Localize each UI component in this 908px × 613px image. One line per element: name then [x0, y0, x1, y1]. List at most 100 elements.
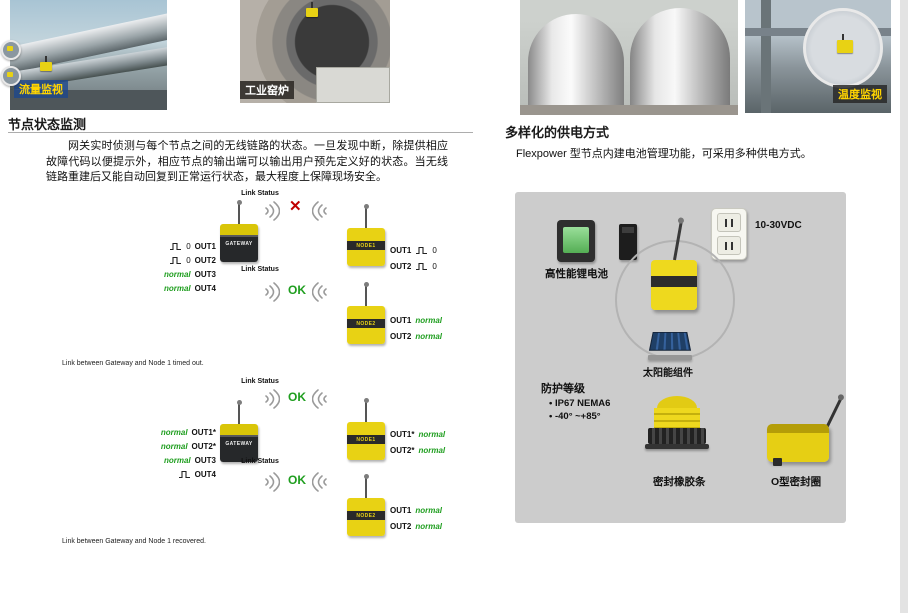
rotary-sealed-device-image — [645, 396, 709, 449]
radio-waves-icon — [265, 389, 280, 409]
link-ok-label: OK — [288, 283, 306, 297]
output-label: OUT3 — [194, 270, 216, 279]
photo-caption: 工业窑炉 — [240, 81, 294, 99]
node2-device: NODE2 — [347, 282, 385, 344]
radio-waves-icon — [312, 472, 327, 492]
device-label: NODE1 — [356, 437, 376, 443]
output-label: OUT3 — [194, 456, 216, 465]
link-status-diagram-timeout: Link Status ✕ GATEWAY NODE1 0 OUT1 0 OUT… — [60, 190, 460, 376]
node-body: NODE1 — [347, 228, 385, 266]
oring-label: O型密封圈 — [771, 476, 822, 488]
node1-device: NODE1 — [347, 204, 385, 266]
node-body — [767, 424, 829, 466]
link-status-label: Link Status — [241, 378, 279, 385]
output-state: normal — [415, 332, 443, 341]
signal-icon — [178, 470, 190, 479]
node-body: NODE2 — [347, 306, 385, 344]
link-status-label: Link Status — [241, 458, 279, 465]
output-label: OUT1 — [390, 316, 412, 325]
section-heading-power: 多样化的供电方式 — [505, 125, 610, 140]
vdc-label: 10-30VDC — [755, 220, 802, 231]
protection-heading: 防护等级 — [541, 383, 585, 395]
machine-graphic — [316, 67, 390, 103]
signal-icon — [170, 242, 182, 251]
output-label: OUT4 — [194, 284, 216, 293]
radio-waves-icon — [312, 282, 327, 302]
antenna-icon — [363, 398, 369, 422]
device-base — [648, 428, 706, 444]
device-label: NODE2 — [356, 513, 376, 519]
wireless-device-marker-icon — [306, 2, 318, 17]
section-heading-node-status: 节点状态监测 — [8, 117, 87, 132]
output-state: normal — [163, 456, 191, 465]
power-paragraph: Flexpower 型节点内建电池管理功能，可采用多种供电方式。 — [516, 148, 812, 160]
node2-device: NODE2 — [347, 474, 385, 536]
wireless-node-image — [651, 222, 697, 310]
node1-device: NODE1 — [347, 398, 385, 460]
radio-waves-icon — [265, 201, 280, 221]
output-label: OUT1 — [390, 506, 412, 515]
node-body — [651, 260, 697, 310]
solar-panel-image — [647, 330, 693, 360]
signal-icon — [416, 262, 428, 271]
device-label: NODE2 — [356, 321, 376, 327]
output-label: OUT1 — [390, 246, 412, 255]
output-state: normal — [160, 428, 188, 437]
wireless-device-marker-icon — [40, 56, 52, 71]
oring-node-image — [767, 398, 841, 466]
antenna-icon — [363, 474, 369, 498]
output-state: 0 — [432, 262, 437, 271]
lithium-battery-image — [557, 220, 595, 262]
output-label: OUT4 — [194, 470, 216, 479]
wireless-device-marker-icon — [837, 34, 853, 53]
output-state: normal — [415, 316, 443, 325]
output-state: normal — [160, 442, 188, 451]
heading-rule — [8, 132, 473, 133]
radio-waves-icon — [265, 282, 280, 302]
page-edge-shadow — [900, 0, 908, 613]
output-label: OUT2 — [390, 262, 412, 271]
gateway-device: GATEWAY — [220, 400, 258, 462]
battery-pack-image — [619, 224, 637, 260]
node-output-row: OUT2 0 — [390, 262, 437, 271]
node-body: NODE1 — [347, 422, 385, 460]
device-dome — [657, 396, 697, 408]
output-label: OUT2 — [194, 256, 216, 265]
device-plate — [645, 444, 709, 449]
gateway-body: GATEWAY — [220, 224, 258, 262]
output-state: normal — [163, 284, 191, 293]
structure-graphic — [761, 0, 771, 113]
antenna-icon — [236, 400, 242, 424]
photo-temperature-monitoring: 温度监视 — [745, 0, 891, 113]
output-state: normal — [418, 446, 446, 455]
antenna-icon — [363, 204, 369, 228]
node-output-row: OUT1* normal — [390, 430, 445, 439]
output-label: OUT2 — [390, 332, 412, 341]
diagram-caption: Link between Gateway and Node 1 recovere… — [62, 538, 206, 545]
gateway-output-row: normal OUT1* — [130, 428, 216, 437]
gateway-device: GATEWAY — [220, 200, 258, 262]
solar-cells — [648, 332, 692, 351]
output-label: OUT1 — [194, 242, 216, 251]
diagram-caption: Link between Gateway and Node 1 timed ou… — [62, 360, 204, 367]
link-status-label: Link Status — [241, 266, 279, 273]
battery-screen — [563, 227, 589, 253]
link-status-label: Link Status — [241, 190, 279, 197]
output-state: normal — [163, 270, 191, 279]
antenna-icon — [363, 282, 369, 306]
gateway-output-row: 0 OUT1 — [130, 242, 216, 251]
photo-flow-monitoring: 流量监视 — [10, 0, 167, 110]
node-output-row: OUT1 normal — [390, 316, 442, 325]
signal-icon — [170, 256, 182, 265]
link-status-diagram-recovered: Link Status OK GATEWAY NODE1 normal OUT1… — [60, 378, 460, 558]
gateway-output-row: normal OUT3 — [130, 456, 216, 465]
gateway-output-row: 0 OUT2 — [130, 256, 216, 265]
node-output-row: OUT1 normal — [390, 506, 442, 515]
antenna-icon — [672, 222, 682, 261]
socket-icon — [717, 213, 741, 232]
gateway-output-row: normal OUT3 — [130, 270, 216, 279]
gateway-output-row: normal OUT4 — [130, 284, 216, 293]
output-state: 0 — [432, 246, 437, 255]
device-label: GATEWAY — [225, 441, 253, 447]
